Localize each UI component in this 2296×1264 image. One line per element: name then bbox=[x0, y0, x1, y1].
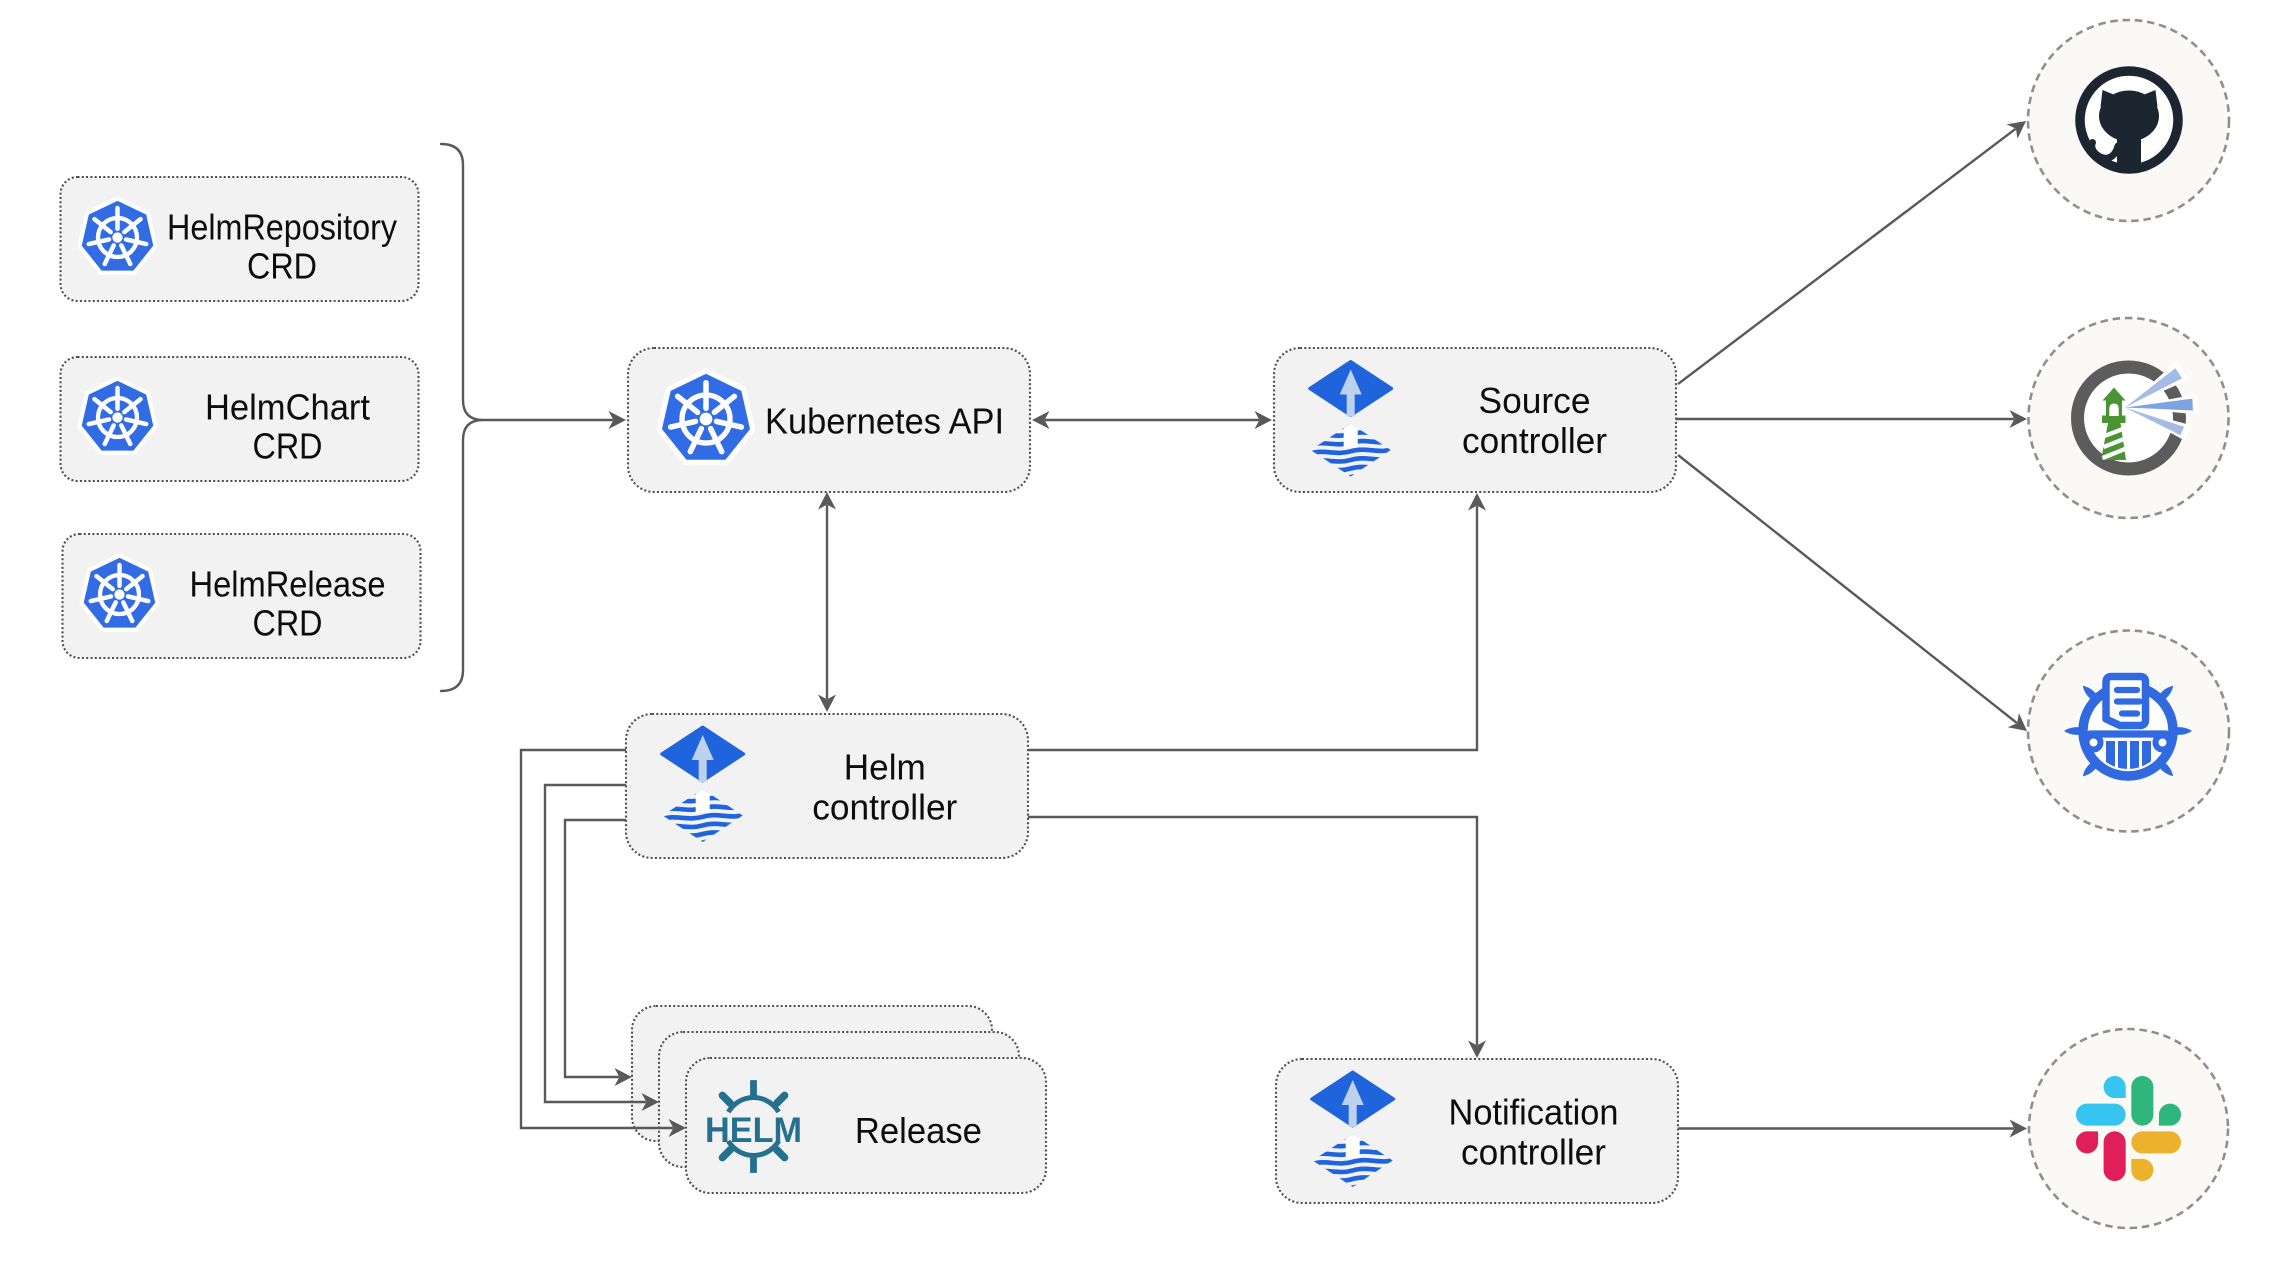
svg-text:CRD: CRD bbox=[253, 603, 323, 644]
svg-text:Release: Release bbox=[855, 1110, 982, 1151]
svg-text:CRD: CRD bbox=[253, 426, 323, 467]
svg-text:Notification: Notification bbox=[1449, 1091, 1619, 1132]
svg-text:controller: controller bbox=[812, 786, 957, 827]
svg-text:controller: controller bbox=[1462, 420, 1607, 461]
svg-text:Source: Source bbox=[1479, 380, 1591, 421]
svg-text:HELM: HELM bbox=[705, 1111, 802, 1150]
svg-text:HelmRepository: HelmRepository bbox=[167, 207, 397, 248]
svg-text:CRD: CRD bbox=[247, 246, 317, 287]
svg-text:HelmChart: HelmChart bbox=[205, 387, 370, 428]
svg-text:Kubernetes API: Kubernetes API bbox=[765, 401, 1004, 442]
svg-text:HelmRelease: HelmRelease bbox=[190, 564, 386, 605]
svg-text:controller: controller bbox=[1461, 1131, 1606, 1172]
svg-text:Helm: Helm bbox=[844, 746, 926, 787]
